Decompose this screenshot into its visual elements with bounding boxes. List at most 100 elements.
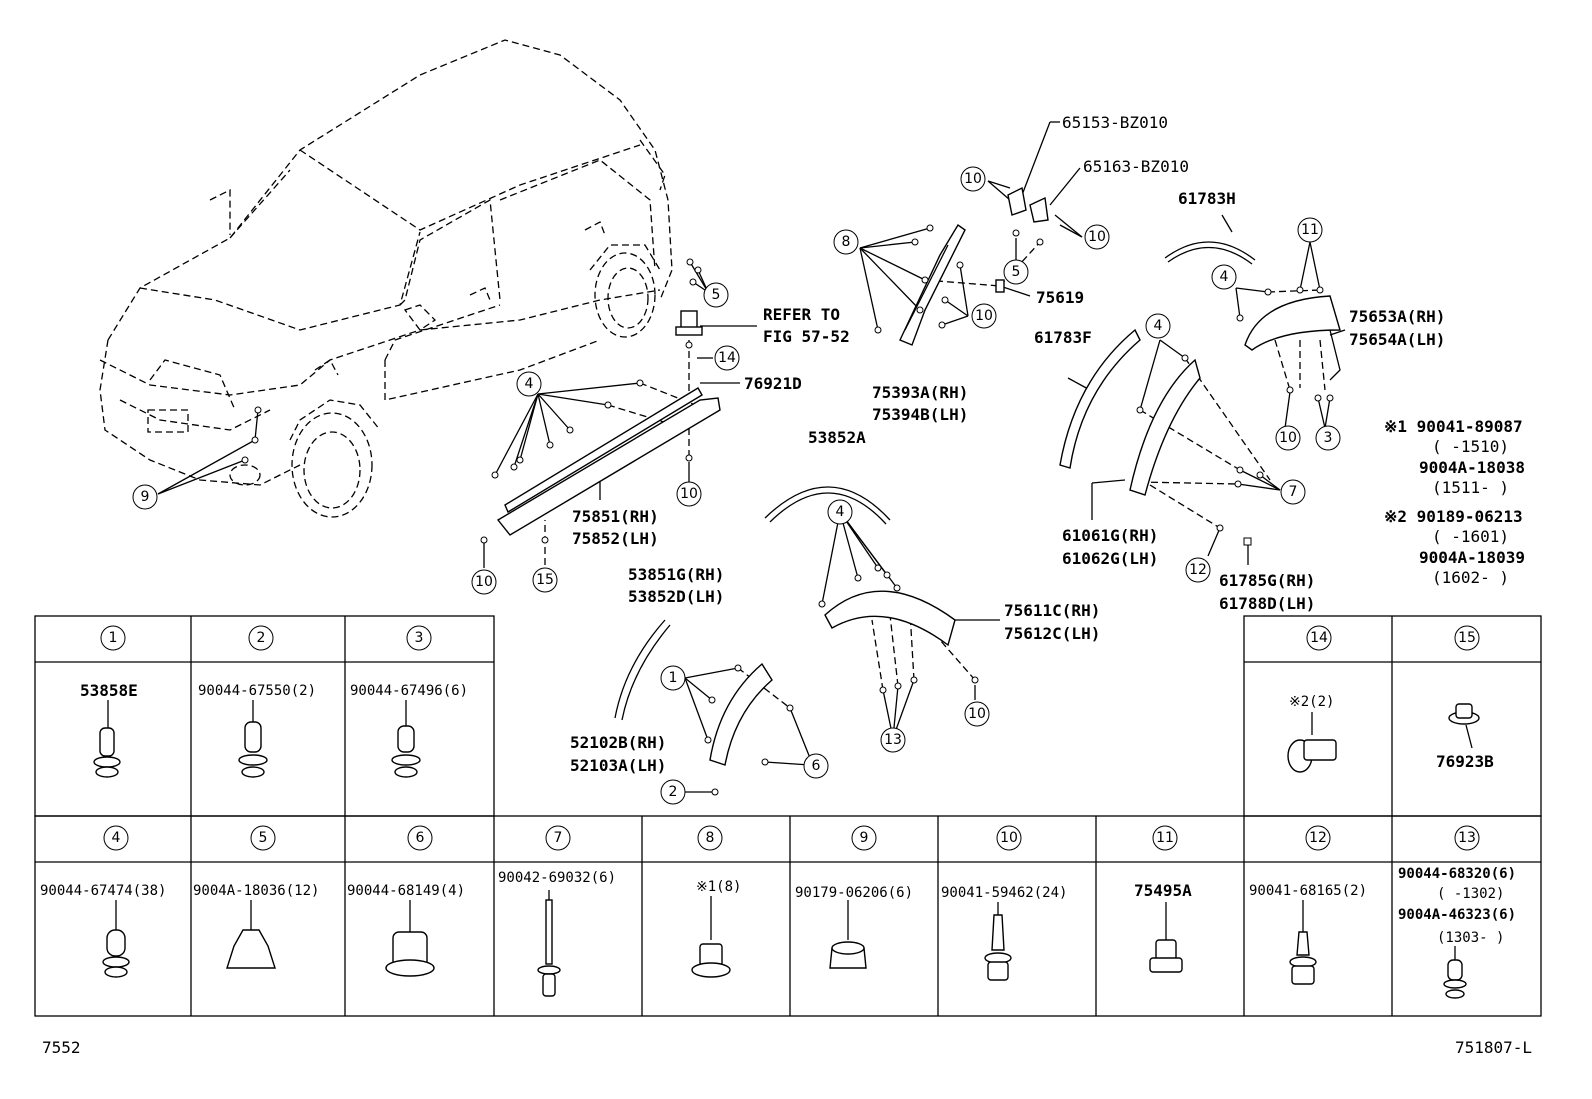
fastener-dots <box>241 224 1334 796</box>
svg-text:14: 14 <box>1310 630 1328 646</box>
leader-lines <box>157 121 1346 793</box>
callout-13: 13 <box>880 727 906 753</box>
note-1-a: ※1 90041-89087 <box>1384 417 1523 436</box>
table-cell-2: 2 90044-67550(2) <box>198 625 316 778</box>
notes: ※1 90041-89087 ( -1510) 9004A-18038 (151… <box>1384 417 1525 587</box>
table-cell-7: 7 90042-69032(6) <box>498 825 616 997</box>
callout-9: 9 <box>132 484 158 510</box>
svg-text:10: 10 <box>975 308 993 324</box>
callout-10-wheel: 10 <box>964 701 990 727</box>
svg-text:3: 3 <box>415 630 424 646</box>
callout-2: 2 <box>660 779 686 805</box>
svg-text:15: 15 <box>536 572 554 588</box>
table-cell-1: 1 53858E <box>80 625 138 778</box>
footer-left: 7552 <box>42 1038 81 1057</box>
svg-text:11: 11 <box>1156 830 1174 846</box>
svg-text:8: 8 <box>706 830 715 846</box>
clip-icon <box>226 900 276 969</box>
screw-icon <box>1289 900 1317 985</box>
svg-text:10: 10 <box>1000 830 1018 846</box>
callout-4-rocker: 4 <box>516 371 542 397</box>
svg-text:1: 1 <box>109 630 118 646</box>
callout-10-rocker-left: 10 <box>471 569 497 595</box>
svg-text:13: 13 <box>884 732 902 748</box>
svg-text:2: 2 <box>669 784 678 800</box>
svg-text:10: 10 <box>968 706 986 722</box>
clip-icon <box>1149 902 1183 973</box>
svg-text:90042-69032(6): 90042-69032(6) <box>498 870 616 886</box>
callout-8: 8 <box>833 229 859 255</box>
callout-7: 7 <box>1280 479 1306 505</box>
label-75852: 75852(LH) <box>572 529 659 548</box>
nut-icon <box>691 896 731 978</box>
svg-text:6: 6 <box>416 830 425 846</box>
svg-text:5: 5 <box>259 830 268 846</box>
svg-text:3: 3 <box>1324 430 1333 446</box>
svg-text:76923B: 76923B <box>1436 752 1494 771</box>
note-1-b: ( -1510) <box>1432 437 1509 456</box>
label-65153: 65153-BZ010 <box>1062 113 1168 132</box>
nut-icon <box>829 900 867 969</box>
svg-text:10: 10 <box>680 486 698 502</box>
clip-icon <box>93 700 121 778</box>
label-75654a: 75654A(LH) <box>1349 330 1445 349</box>
grommet-icon <box>385 900 435 977</box>
callout-4-arch: 4 <box>1211 264 1237 290</box>
callout-12: 12 <box>1185 557 1211 583</box>
table-cell-3: 3 90044-67496(6) <box>350 625 468 778</box>
svg-text:11: 11 <box>1301 222 1319 238</box>
label-52102b: 52102B(RH) <box>570 733 666 752</box>
table-cell-9: 9 90179-06206(6) <box>795 825 913 969</box>
callout-10-top-right: 10 <box>1084 224 1110 250</box>
label-75393a: 75393A(RH) <box>872 383 968 402</box>
svg-text:90041-59462(24): 90041-59462(24) <box>941 885 1067 901</box>
svg-text:12: 12 <box>1189 562 1207 578</box>
label-65163: 65163-BZ010 <box>1083 157 1189 176</box>
callout-10-rocker-right: 10 <box>676 481 702 507</box>
svg-text:9004A-18036(12): 9004A-18036(12) <box>193 883 319 899</box>
svg-text:4: 4 <box>1154 318 1163 334</box>
svg-text:※1(8): ※1(8) <box>696 879 741 895</box>
table-cell-6: 6 90044-68149(4) <box>347 825 465 977</box>
note-1-d: (1511- ) <box>1432 478 1509 497</box>
svg-text:4: 4 <box>836 504 845 520</box>
label-75394b: 75394B(LH) <box>872 405 968 424</box>
svg-text:8: 8 <box>842 234 851 250</box>
clip-icon <box>391 700 421 778</box>
svg-text:9004A-46323(6): 9004A-46323(6) <box>1398 907 1516 923</box>
svg-text:90041-68165(2): 90041-68165(2) <box>1249 883 1367 899</box>
screw-icon <box>984 902 1012 981</box>
label-53852a: 53852A <box>808 428 866 447</box>
note-2-b: ( -1601) <box>1432 527 1509 546</box>
svg-text:( -1302): ( -1302) <box>1437 886 1504 902</box>
table-cell-5: 5 9004A-18036(12) <box>193 825 319 969</box>
svg-text:90044-68149(4): 90044-68149(4) <box>347 883 465 899</box>
part-labels: 65153-BZ010 65163-BZ010 61783H 75619 REF… <box>570 113 1445 775</box>
label-75619: 75619 <box>1036 288 1084 307</box>
note-2-c: 9004A-18039 <box>1419 548 1525 567</box>
svg-text:90044-67474(38): 90044-67474(38) <box>40 883 166 899</box>
note-2-d: (1602- ) <box>1432 568 1509 587</box>
svg-text:9: 9 <box>860 830 869 846</box>
label-75612c: 75612C(LH) <box>1004 624 1100 643</box>
callout-15-rocker: 15 <box>532 567 558 593</box>
svg-text:6: 6 <box>812 758 821 774</box>
label-61788d: 61788D(LH) <box>1219 594 1315 613</box>
svg-text:15: 15 <box>1458 630 1476 646</box>
label-75653a: 75653A(RH) <box>1349 307 1445 326</box>
svg-text:90044-68320(6): 90044-68320(6) <box>1398 866 1516 882</box>
svg-text:4: 4 <box>1220 269 1229 285</box>
svg-text:10: 10 <box>964 171 982 187</box>
callout-4-flare: 4 <box>1145 313 1171 339</box>
svg-text:1: 1 <box>669 670 678 686</box>
table-cell-15: 15 76923B <box>1436 625 1494 771</box>
car-outline-icon <box>99 39 673 518</box>
table-cell-13: 13 90044-68320(6) ( -1302) 9004A-46323(6… <box>1398 825 1516 999</box>
table-cell-10: 10 90041-59462(24) <box>941 825 1067 981</box>
label-75851: 75851(RH) <box>572 507 659 526</box>
svg-text:10: 10 <box>475 574 493 590</box>
label-refer-1: REFER TO <box>763 305 840 324</box>
svg-text:(1303- ): (1303- ) <box>1437 930 1504 946</box>
note-1-c: 9004A-18038 <box>1419 458 1525 477</box>
callout-14-top: 14 <box>714 345 740 371</box>
